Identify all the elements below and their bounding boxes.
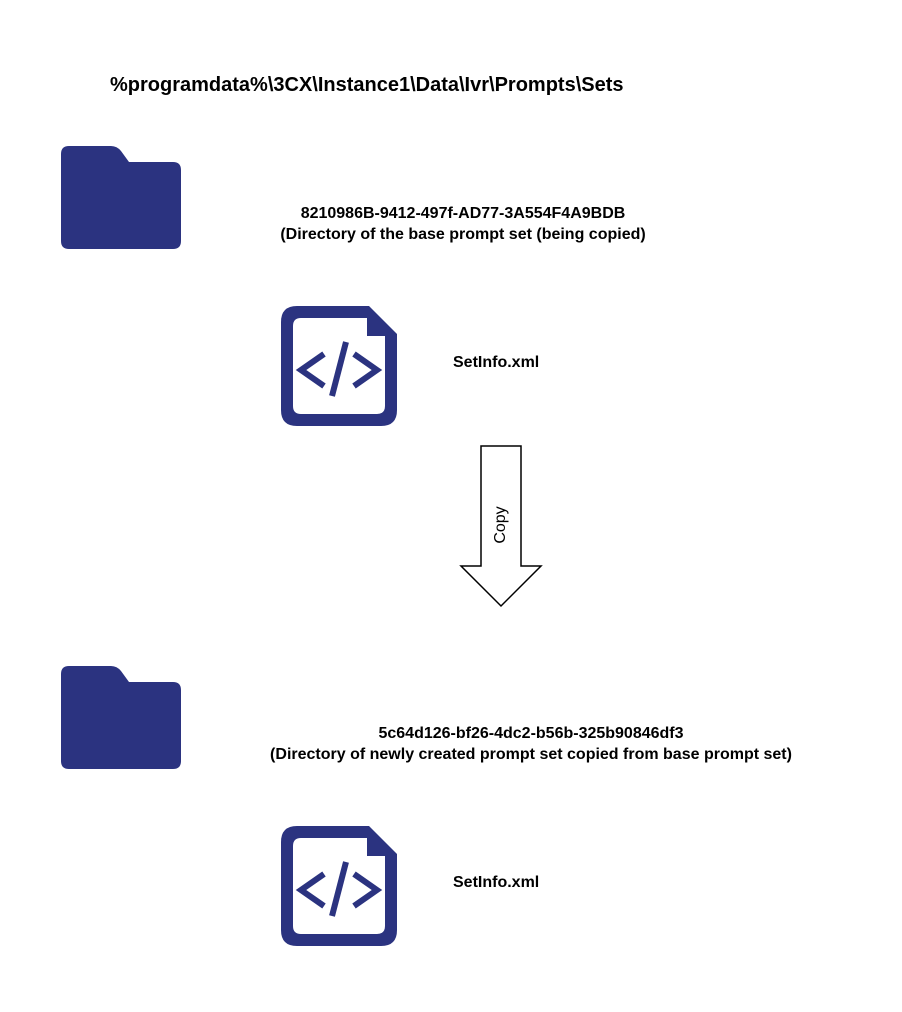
copy-arrow <box>459 445 543 608</box>
target-directory-description: (Directory of newly created prompt set c… <box>270 746 792 763</box>
source-directory-label: 8210986B-9412-497f-AD77-3A554F4A9BDB (Di… <box>280 203 645 245</box>
target-xml-file-icon <box>281 826 397 946</box>
target-folder-icon <box>61 666 181 769</box>
source-file-name: SetInfo.xml <box>453 354 540 371</box>
source-directory-description: (Directory of the base prompt set (being… <box>280 226 646 243</box>
root-path-title: %programdata%\3CX\Instance1\Data\Ivr\Pro… <box>110 74 624 96</box>
source-folder-icon <box>61 146 181 249</box>
target-directory-id: 5c64d126-bf26-4dc2-b56b-325b90846df3 <box>378 725 684 742</box>
target-directory-label: 5c64d126-bf26-4dc2-b56b-325b90846df3 (Di… <box>270 723 792 765</box>
target-file-name: SetInfo.xml <box>453 874 540 891</box>
source-directory-id: 8210986B-9412-497f-AD77-3A554F4A9BDB <box>300 205 626 222</box>
copy-arrow-label: Copy <box>492 506 509 544</box>
source-xml-file-icon <box>281 306 397 426</box>
